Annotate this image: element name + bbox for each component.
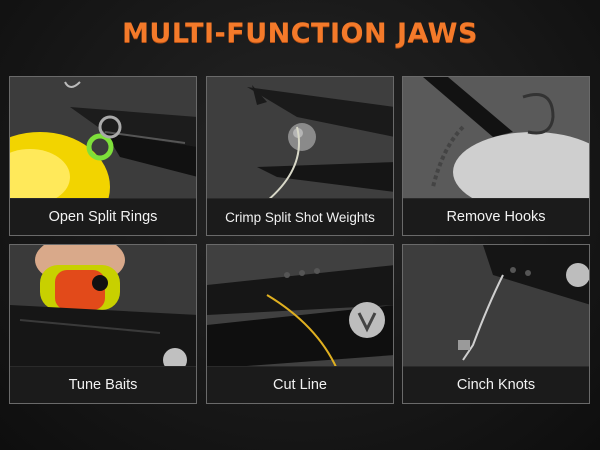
tune-baits-photo <box>10 245 196 369</box>
panel-open-split-rings: Open Split Rings <box>9 76 197 236</box>
caption-cut-line: Cut Line <box>207 366 393 403</box>
panel-remove-hooks: Remove Hooks <box>402 76 590 236</box>
page-title: MULTI-FUNCTION JAWS <box>122 18 478 49</box>
caption-open-split-rings: Open Split Rings <box>10 198 196 235</box>
caption-cinch-knots: Cinch Knots <box>403 366 589 403</box>
panel-crimp-split-shot: Crimp Split Shot Weights <box>206 76 394 236</box>
split-shot-photo <box>207 77 393 201</box>
remove-hooks-photo <box>403 77 589 201</box>
caption-tune-baits: Tune Baits <box>10 366 196 403</box>
caption-remove-hooks: Remove Hooks <box>403 198 589 235</box>
caption-crimp-split-shot: Crimp Split Shot Weights <box>207 198 393 235</box>
cut-line-photo <box>207 245 393 369</box>
cinch-knots-photo <box>403 245 589 369</box>
panel-cut-line: Cut Line <box>206 244 394 404</box>
panel-cinch-knots: Cinch Knots <box>402 244 590 404</box>
split-ring-photo <box>10 77 196 201</box>
panel-tune-baits: Tune Baits <box>9 244 197 404</box>
